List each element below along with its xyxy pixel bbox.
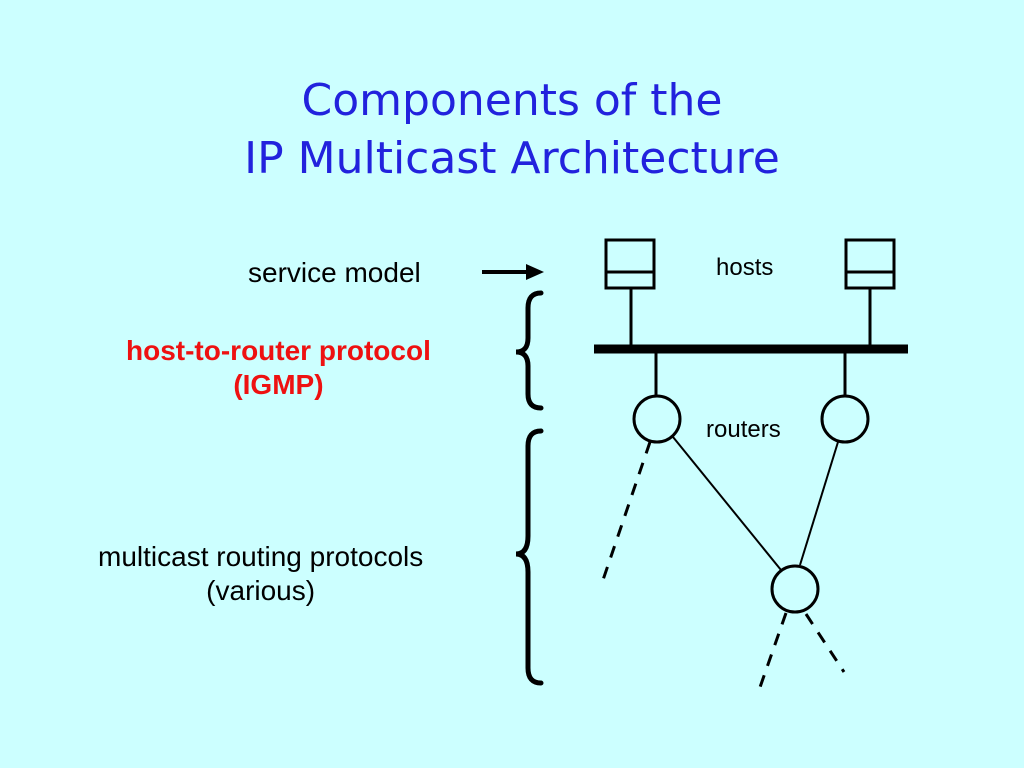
host-to-router-protocol-label: host-to-router protocol (IGMP) [126, 334, 431, 402]
router-link [672, 436, 782, 571]
service-model-label: service model [248, 257, 421, 288]
multicast-routing-protocols-line-1: multicast routing protocols [98, 541, 424, 572]
slide-title: Components of the IP Multicast Architect… [0, 72, 1024, 188]
host-to-router-brace [515, 290, 544, 411]
host-icon [844, 238, 896, 290]
host-to-router-protocol-line-2: (IGMP) [233, 369, 324, 400]
router-icon [632, 394, 682, 444]
multicast-routing-brace [515, 428, 544, 686]
title-line-2: IP Multicast Architecture [244, 133, 780, 184]
multicast-routing-protocols-label: multicast routing protocols (various) [98, 540, 423, 608]
routers-label: routers [706, 416, 781, 443]
hosts-label: hosts [716, 254, 774, 281]
router-icon [820, 394, 870, 444]
router-icon [770, 564, 820, 614]
dashed-link [601, 441, 652, 581]
host-to-router-protocol-line-1: host-to-router protocol [126, 335, 431, 366]
title-line-1: Components of the [301, 75, 723, 126]
router-link [799, 441, 839, 566]
multicast-routing-protocols-line-2: (various) [206, 575, 316, 606]
service-model-arrow [482, 264, 544, 280]
host-icon [604, 238, 656, 290]
dashed-link [804, 613, 846, 673]
dashed-link [756, 612, 788, 694]
